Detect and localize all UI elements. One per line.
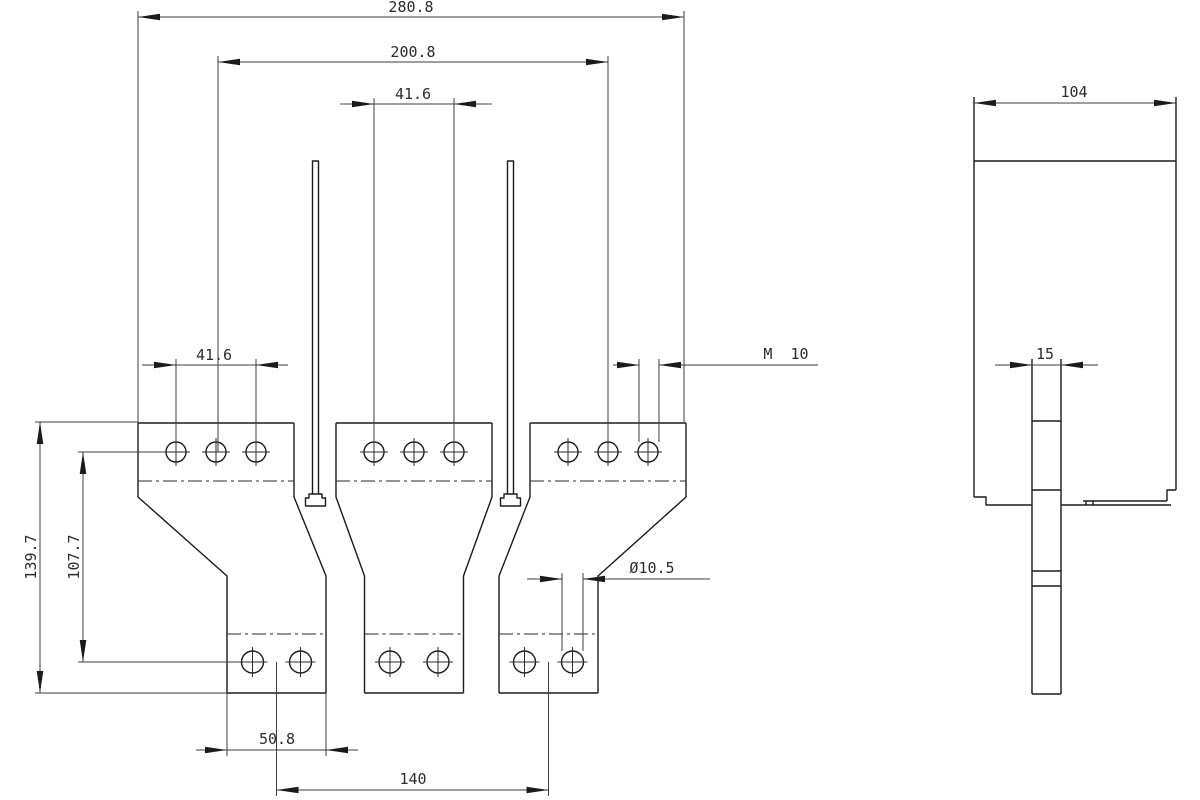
dim-label-pitch-top: 41.6 [395, 85, 431, 103]
dimension-hole-span: 200.8 [217, 43, 609, 452]
dimension-hole-diameter: Ø10.5 [527, 559, 710, 651]
dimension-overall-width: 280.8 [137, 0, 685, 423]
dim-label-height-total: 139.7 [22, 534, 40, 579]
dim-label-tab-pitch: 140 [399, 770, 426, 788]
dim-label-height-holes: 107.7 [65, 534, 83, 579]
dim-label-tongue-width: 15 [1036, 345, 1054, 363]
dimension-height-total: 139.7 [22, 421, 227, 694]
dimension-tongue-width: 15 [995, 345, 1098, 369]
busbar-right [498, 422, 687, 694]
dimension-height-holes: 107.7 [65, 451, 241, 663]
dimension-tab-pitch: 140 [276, 662, 549, 796]
dim-label-hole-dia: Ø10.5 [629, 559, 674, 577]
dim-label-depth: 104 [1060, 83, 1087, 101]
front-view: 280.8 200.8 41.6 41.6 [22, 0, 818, 796]
guide-pin-right [499, 160, 522, 507]
dimension-pitch-left: 41.6 [142, 346, 288, 452]
dimension-thread-callout: M 10 [613, 345, 818, 442]
side-view: 104 15 [973, 83, 1177, 695]
side-tongue [1031, 359, 1062, 695]
dim-label-overall-width: 280.8 [388, 0, 433, 16]
dim-label-pitch-left: 41.6 [196, 346, 232, 364]
busbar-left [137, 422, 327, 694]
busbar-middle [335, 422, 493, 694]
dim-label-thread: M 10 [763, 345, 808, 363]
dim-label-hole-span: 200.8 [390, 43, 435, 61]
side-body [973, 97, 1177, 506]
guide-pin-left [304, 160, 327, 507]
dimension-depth: 104 [974, 83, 1176, 107]
dimension-pitch-top: 41.6 [340, 85, 492, 452]
